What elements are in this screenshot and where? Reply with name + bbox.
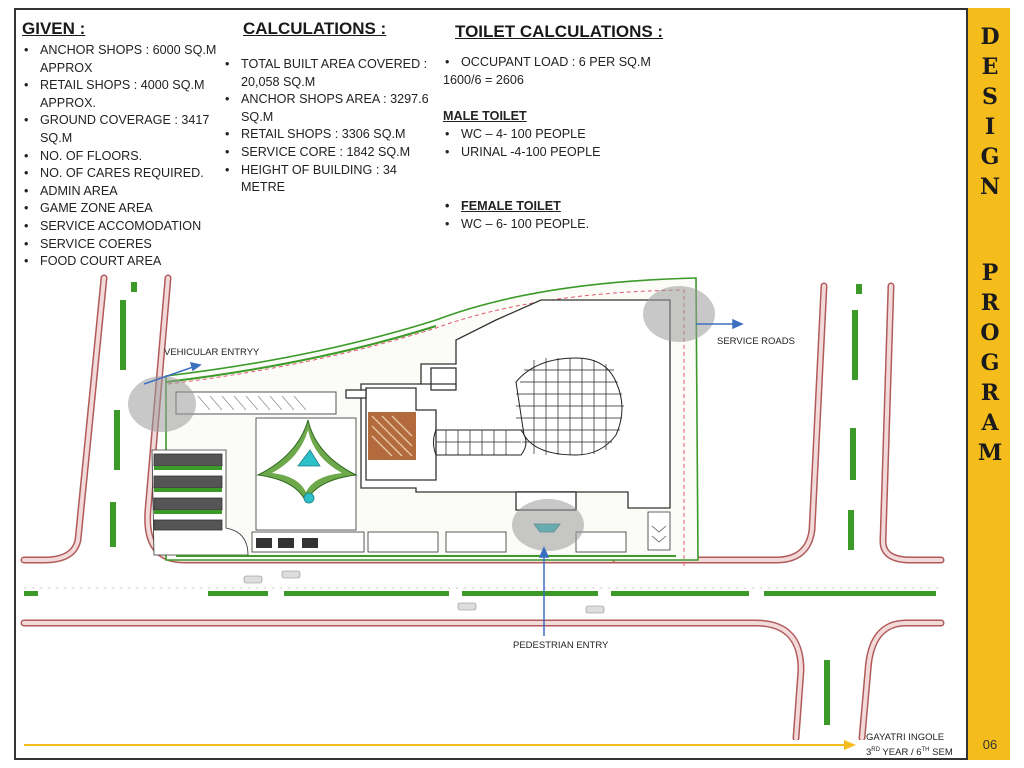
pedestrian-entry-label: PEDESTRIAN ENTRY: [513, 640, 609, 651]
title-letter: P: [981, 260, 999, 286]
given-list: ANCHOR SHOPS : 6000 SQ.M APPROXRETAIL SH…: [22, 42, 227, 271]
calculation-item: SERVICE CORE : 1842 SQ.M: [223, 144, 433, 162]
title-letter: S: [982, 84, 998, 110]
given-item: ANCHOR SHOPS : 6000 SQ.M APPROX: [22, 42, 227, 77]
male-toilet-item: URINAL -4-100 PEOPLE: [443, 144, 683, 162]
calculation-item: ANCHOR SHOPS AREA : 3297.6 SQ.M: [223, 91, 433, 126]
given-item: NO. OF CARES REQUIRED.: [22, 165, 227, 183]
median-greenery: [24, 282, 936, 725]
calculations-heading: CALCULATIONS :: [243, 19, 387, 38]
title-letter: N: [979, 174, 1001, 200]
calculation-item: HEIGHT OF BUILDING : 34 METRE: [223, 162, 433, 197]
calculation-item: RETAIL SHOPS : 3306 SQ.M: [223, 126, 433, 144]
title-letter: A: [981, 410, 999, 436]
given-item: SERVICE ACCOMODATION: [22, 218, 227, 236]
year-mid: YEAR / 6: [879, 747, 922, 759]
landscape-plaza: [251, 417, 671, 553]
year-num: 3: [866, 747, 872, 759]
occupant-formula: 1600/6 = 2606: [443, 73, 524, 87]
female-toilet-list: WC – 6- 100 PEOPLE.: [443, 216, 683, 234]
calculations-list: TOTAL BUILT AREA COVERED : 20,058 SQ.MAN…: [223, 56, 433, 197]
male-toilet-heading: MALE TOILET: [443, 109, 527, 123]
year-semester: 3RD YEAR / 6TH SEM: [866, 744, 953, 759]
year-sup: RD: [871, 747, 880, 753]
direction-arrows: [143, 318, 744, 636]
footer-credits: GAYATRI INGOLE 3RD YEAR / 6TH SEM: [866, 732, 953, 759]
title-letter: D: [980, 24, 1000, 50]
atrium-skylight: [433, 357, 624, 456]
toilet-heading: TOILET CALCULATIONS :: [455, 22, 664, 41]
page-number: 06: [982, 737, 998, 752]
given-heading: GIVEN :: [22, 19, 86, 38]
highlight-zones: [128, 286, 715, 551]
sem-sup: TH: [921, 747, 930, 753]
title-letter: I: [984, 114, 996, 140]
given-item: SERVICE COERES: [22, 236, 227, 254]
footer-arrow-line: [24, 740, 856, 750]
title-letter: E: [981, 54, 999, 80]
service-roads-label: SERVICE ROADS: [717, 336, 795, 347]
entry-drive: [175, 391, 337, 415]
male-toilet-item: WC – 4- 100 PEOPLE: [443, 126, 683, 144]
male-toilet-list: WC – 4- 100 PEOPLEURINAL -4-100 PEOPLE: [443, 126, 683, 161]
given-item: RETAIL SHOPS : 4000 SQ.M APPROX.: [22, 77, 227, 112]
site-plan: [20, 274, 945, 740]
given-item: NO. OF FLOORS.: [22, 148, 227, 166]
title-letter: R: [980, 290, 1000, 316]
boundary-hedges: [165, 325, 676, 557]
parking-area: [151, 449, 249, 556]
author-name: GAYATRI INGOLE: [866, 732, 945, 743]
title-letter: M: [977, 440, 1003, 466]
title-letter: G: [980, 350, 1000, 376]
vehicular-entry-label: VEHICULAR ENTRYY: [164, 347, 260, 358]
title-letter: O: [980, 320, 1000, 346]
given-item: ADMIN AREA: [22, 183, 227, 201]
calculation-item: TOTAL BUILT AREA COVERED : 20,058 SQ.M: [223, 56, 433, 91]
given-item: GAME ZONE AREA: [22, 200, 227, 218]
title-letter: G: [980, 144, 1000, 170]
sem-suffix: SEM: [929, 747, 953, 759]
female-toilet-heading: FEMALE TOILET: [443, 198, 683, 216]
cars: [243, 570, 605, 614]
given-item: FOOD COURT AREA: [22, 253, 227, 271]
title-letter: R: [980, 380, 1000, 406]
occupant-list: OCCUPANT LOAD : 6 PER SQ.M: [443, 54, 683, 72]
given-item: GROUND COVERAGE : 3417 SQ.M: [22, 112, 227, 147]
wooden-deck: [368, 412, 416, 460]
occupant-load: OCCUPANT LOAD : 6 PER SQ.M: [443, 54, 683, 72]
female-toilet-item: WC – 6- 100 PEOPLE.: [443, 216, 683, 234]
female-heading-list: FEMALE TOILET: [443, 198, 683, 216]
